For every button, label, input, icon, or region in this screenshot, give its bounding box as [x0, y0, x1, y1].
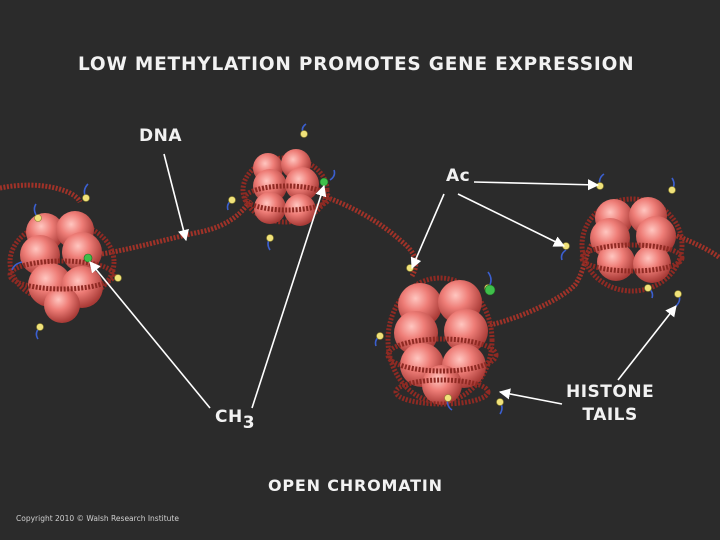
nucleosome-4	[579, 196, 685, 294]
diagram-title: LOW METHYLATION PROMOTES GENE EXPRESSION	[78, 54, 635, 75]
methyl-label: CH3	[215, 407, 255, 433]
methyl-groups	[83, 177, 496, 296]
arrow-dna	[163, 153, 189, 242]
acetyl-label: Ac	[446, 166, 471, 186]
nucleosome-2	[240, 149, 332, 226]
histone-tails-label: HISTONE TAILS	[566, 381, 654, 427]
nucleosome-1	[7, 211, 117, 323]
histone-label-line1: HISTONE	[566, 382, 655, 402]
acetyl-groups	[34, 130, 682, 406]
dna-label: DNA	[139, 126, 182, 146]
arrow-ac-1	[410, 193, 445, 270]
arrow-ac-2	[473, 179, 600, 191]
histone-label-line2: TAILS	[582, 405, 638, 425]
methyl-label-subscript: 3	[242, 413, 256, 433]
arrow-ch3-1	[89, 261, 211, 409]
arrow-ac-3	[457, 193, 566, 247]
arrow-histone-2	[617, 305, 677, 381]
arrow-ch3-2	[251, 184, 327, 409]
methyl-label-base: CH	[215, 407, 243, 427]
dna-strand	[0, 182, 720, 328]
arrow-histone-1	[498, 388, 563, 405]
open-chromatin-label: OPEN CHROMATIN	[268, 476, 443, 495]
nucleosome-3	[385, 275, 499, 407]
annotation-arrows	[89, 153, 677, 409]
copyright-notice: Copyright 2010 © Walsh Research Institut…	[16, 514, 179, 523]
